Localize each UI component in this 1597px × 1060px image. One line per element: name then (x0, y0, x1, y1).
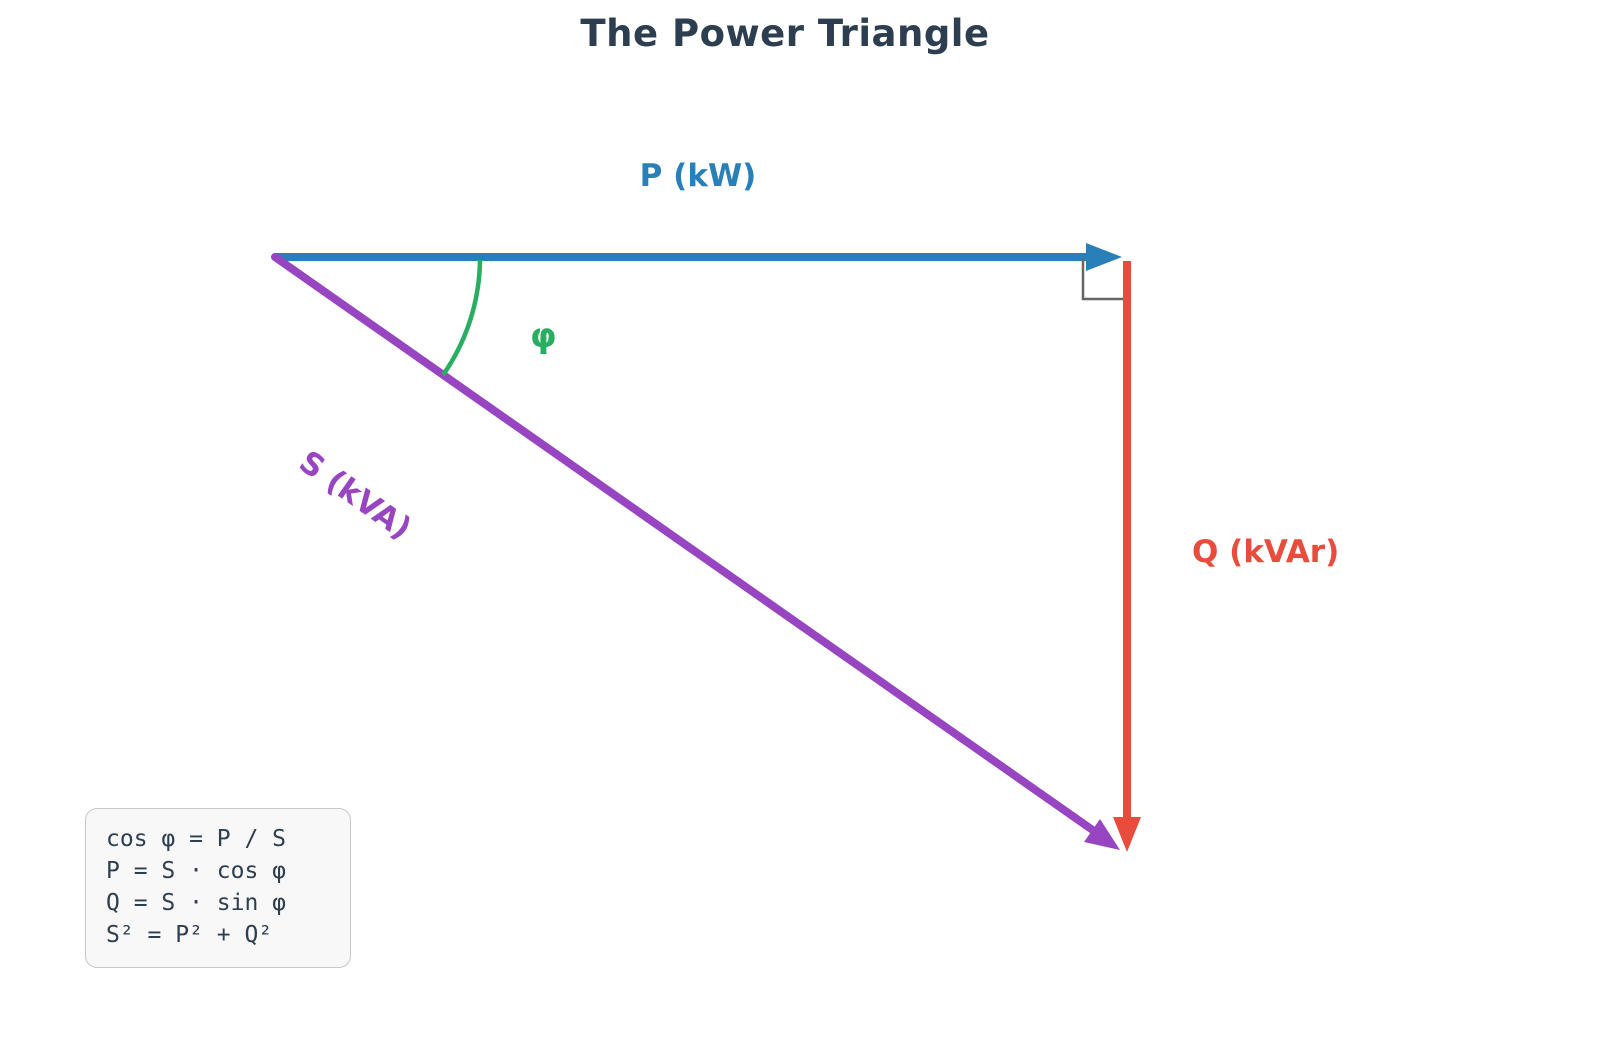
formula-line-q: Q = S · sin φ (106, 890, 287, 916)
s-arrow-line (271, 253, 1098, 835)
p-label: P (kW) (639, 158, 757, 194)
p-arrow-head-icon (1086, 243, 1122, 271)
formula-line-pythag: S² = P² + Q² (106, 922, 273, 948)
right-angle-marker-icon (1081, 259, 1125, 301)
formula-line-cos: cos φ = P / S (106, 826, 287, 852)
formula-line-p: P = S · cos φ (106, 858, 287, 884)
q-arrow-head-icon (1113, 817, 1141, 852)
formula-box: cos φ = P / S P = S · cos φ Q = S · sin … (85, 808, 351, 968)
q-label: Q (kVAr) (1192, 534, 1340, 570)
phi-angle-arc-icon (441, 259, 483, 377)
diagram-title: The Power Triangle (580, 12, 990, 55)
phi-label: φ (530, 316, 557, 356)
s-arrow-head-icon (1084, 819, 1120, 850)
